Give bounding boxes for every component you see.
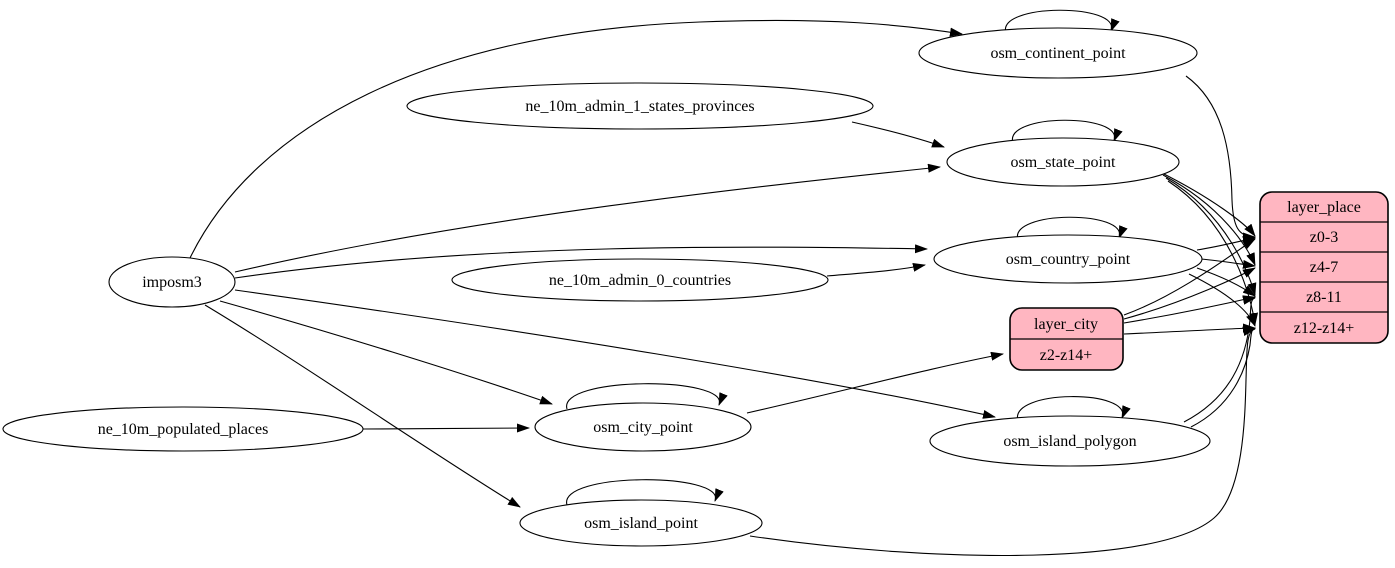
layer-place-row-z8-11: z8-11 [1306, 289, 1342, 306]
layer-place-row-z12-z14: z12-z14+ [1294, 320, 1355, 337]
layer-city-row-z2-z14: z2-z14+ [1040, 347, 1093, 364]
edge-osm_island_point-layer_place-z12-z14 [749, 327, 1256, 557]
node-group: imposm3 ne_10m_admin_1_states_provinces … [2, 27, 1389, 547]
edge-layer_city-layer_place-z4-7 [1123, 267, 1256, 320]
node-layer-place: layer_place z0-3 z4-7 z8-11 z12-z14+ [1259, 191, 1389, 344]
edge-layer_city-layer_place-z0-3 [1123, 238, 1256, 316]
imposm3-label: imposm3 [142, 274, 202, 291]
osm-island-point-ellipse [519, 499, 763, 547]
edge-self-loop-osm_continent_point [1005, 9, 1120, 34]
osm-continent-point-ellipse [918, 27, 1198, 79]
edge-osm_country_point-layer_place-z8-11 [1196, 267, 1256, 297]
node-osm-state-point: osm_state_point [946, 137, 1180, 187]
osm-island-polygon-ellipse [929, 415, 1211, 467]
edge-osm_continent_point-layer_place-z0-3 [1185, 75, 1256, 242]
osm-country-point-label: osm_country_point [1006, 251, 1131, 268]
edge-osm_island_polygon-layer_place-z8-11 [1183, 295, 1256, 423]
osm-city-point-ellipse [534, 402, 752, 452]
ne-10m-admin-0-countries-label: ne_10m_admin_0_countries [549, 272, 731, 289]
node-osm-city-point: osm_city_point [534, 402, 752, 452]
ne-10m-populated-places-ellipse [2, 406, 364, 452]
osm-state-point-ellipse [946, 137, 1180, 187]
edge-group [189, 9, 1259, 557]
node-ne-10m-admin-0-countries: ne_10m_admin_0_countries [451, 258, 829, 302]
edge-imposm3-osm_island_polygon [234, 289, 996, 419]
edge-osm_country_point-layer_place-z12-z14 [1188, 273, 1256, 327]
layer-place-box [1259, 191, 1389, 344]
edge-self-loop-osm_country_point [1017, 216, 1128, 241]
layer-place-title: layer_place [1287, 199, 1361, 216]
osm-continent-point-label: osm_continent_point [990, 45, 1126, 62]
osm-city-point-label: osm_city_point [593, 419, 693, 436]
ne-10m-admin-1-states-provinces-label: ne_10m_admin_1_states_provinces [525, 98, 754, 115]
edge-osm_city_point-layer_city-z2-z14 [746, 351, 1004, 414]
edge-osm_state_point-layer_place-z0-3 [1159, 171, 1256, 237]
ne-10m-admin-1-states-provinces-ellipse [406, 82, 874, 130]
node-osm-continent-point: osm_continent_point [918, 27, 1198, 79]
osm-island-point-label: osm_island_point [584, 515, 698, 532]
edge-self-loop-osm_island_polygon [1017, 396, 1131, 422]
edge-imposm3-osm_country_point [234, 244, 928, 279]
node-osm-country-point: osm_country_point [933, 234, 1203, 284]
ne-10m-populated-places-label: ne_10m_populated_places [98, 421, 269, 438]
node-ne-10m-admin-1-states-provinces: ne_10m_admin_1_states_provinces [406, 82, 874, 130]
layer-place-row-z4-7: z4-7 [1310, 259, 1338, 276]
edge-ne_10m_admin_1_states_provinces-osm_state_point [851, 121, 945, 148]
edge-imposm3-osm_city_point [219, 300, 553, 405]
ne-10m-admin-0-countries-ellipse [451, 258, 829, 302]
edge-imposm3-osm_island_point [204, 304, 521, 508]
edge-osm_country_point-layer_place-z4-7 [1200, 258, 1256, 269]
node-ne-10m-populated-places: ne_10m_populated_places [2, 406, 364, 452]
osm-state-point-label: osm_state_point [1011, 154, 1116, 171]
edge-layer_city-layer_place-z12-z14 [1123, 323, 1256, 335]
edge-self-loop-osm_state_point [1012, 119, 1123, 144]
osm-country-point-ellipse [933, 234, 1203, 284]
layer-city-title: layer_city [1034, 316, 1098, 333]
edge-self-loop-osm_city_point [566, 383, 728, 410]
edge-imposm3-osm_state_point [234, 163, 941, 273]
layer-place-row-z0-3: z0-3 [1310, 229, 1338, 246]
imposm3-ellipse [108, 256, 236, 308]
node-osm-island-polygon: osm_island_polygon [929, 415, 1211, 467]
edge-ne_10m_populated_places-osm_city_point [362, 423, 530, 433]
node-layer-city: layer_city z2-z14+ [1009, 307, 1124, 371]
osm-island-polygon-label: osm_island_polygon [1003, 433, 1136, 450]
edge-ne_10m_admin_0_countries-osm_country_point [826, 262, 926, 277]
edge-osm_state_point-layer_place-z4-7 [1162, 174, 1256, 266]
edge-self-loop-osm_island_point [566, 479, 724, 506]
node-osm-island-point: osm_island_point [519, 499, 763, 547]
edge-imposm3-osm_continent_point [189, 19, 963, 259]
node-imposm3: imposm3 [108, 256, 236, 308]
edge-layer_city-layer_place-z8-11 [1123, 295, 1256, 324]
edge-osm_state_point-layer_place-z8-11 [1165, 177, 1257, 296]
